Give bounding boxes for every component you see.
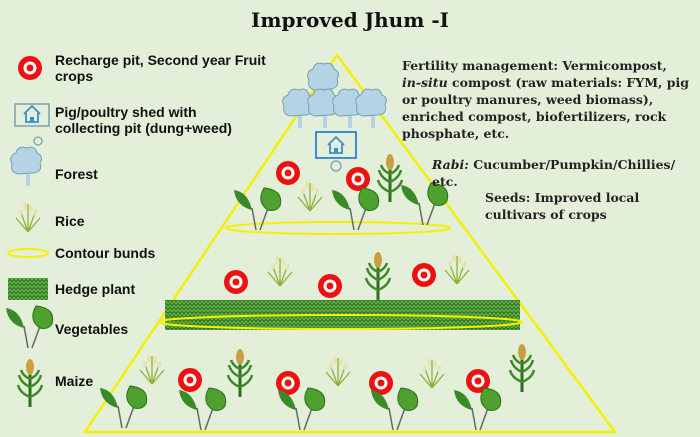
legend-contour-bund-icon xyxy=(7,248,49,258)
fertility-italic: in-situ xyxy=(402,75,448,90)
vegetable-icon xyxy=(99,385,148,429)
rice-icon xyxy=(444,253,470,285)
legend-pit-circle-icon xyxy=(33,136,43,146)
legend-label-forest: Forest xyxy=(55,166,98,182)
legend-hedge-icon xyxy=(8,278,48,300)
contour-bund-lower xyxy=(157,314,523,330)
forest-icon xyxy=(355,88,387,129)
collecting-pit-icon xyxy=(330,160,342,172)
rice-icon xyxy=(325,355,351,387)
recharge-pit-icon xyxy=(346,167,370,191)
legend-label-rice: Rice xyxy=(55,213,85,229)
fertility-rest: compost (raw materials: FYM, pig or poul… xyxy=(402,75,689,141)
vegetable-icon xyxy=(178,387,227,431)
shed-box xyxy=(315,131,357,159)
recharge-pit-icon xyxy=(276,161,300,185)
legend-label-vegetables: Vegetables xyxy=(55,321,129,337)
recharge-pit-icon xyxy=(224,270,248,294)
legend-label-contour-bunds: Contour bunds xyxy=(55,245,156,261)
vegetable-icon xyxy=(331,187,380,231)
rabi-note: Rabi: Cucumber/Pumpkin/Chillies/ etc. xyxy=(432,156,697,190)
legend-label-recharge-pit: Recharge pit, Second year Fruit crops xyxy=(55,52,266,84)
legend-forest-icon xyxy=(10,146,42,187)
legend-vegetable-icon xyxy=(5,305,54,349)
legend-maize-icon xyxy=(16,357,44,409)
rice-icon xyxy=(139,353,165,385)
shed-icon xyxy=(327,136,345,154)
fertility-management-note: Fertility management: Vermicompost, in-si… xyxy=(402,57,697,142)
rice-icon xyxy=(267,255,293,287)
maize-icon xyxy=(376,152,404,204)
vegetable-icon xyxy=(277,387,326,431)
maize-icon xyxy=(364,250,392,302)
legend-label-maize: Maize xyxy=(55,373,94,389)
legend-recharge-pit-icon xyxy=(18,56,42,80)
contour-bund-upper xyxy=(225,221,451,235)
rice-icon xyxy=(297,180,323,212)
maize-icon xyxy=(226,347,254,399)
vegetable-icon xyxy=(453,387,502,431)
maize-icon xyxy=(508,342,536,394)
recharge-pit-icon xyxy=(318,274,342,298)
rabi-label: Rabi: xyxy=(432,157,469,172)
legend-shed-icon xyxy=(23,105,41,123)
vegetable-icon xyxy=(370,387,419,431)
recharge-pit-icon xyxy=(178,368,202,392)
pyramid-outline xyxy=(82,52,618,434)
legend-label-shed: Pig/poultry shed with collecting pit (du… xyxy=(55,104,232,136)
legend-rice-icon xyxy=(15,201,41,233)
fertility-line1: Fertility management: Vermicompost, xyxy=(402,58,667,73)
recharge-pit-icon xyxy=(412,263,436,287)
rabi-text: Cucumber/Pumpkin/Chillies/ etc. xyxy=(432,157,676,189)
legend-shed-box xyxy=(14,103,50,127)
legend-label-hedge: Hedge plant xyxy=(55,281,136,297)
seeds-note: Seeds: Improved local cultivars of crops xyxy=(485,190,640,222)
rice-icon xyxy=(419,357,445,389)
diagram-title: Improved Jhum -I xyxy=(251,8,449,32)
